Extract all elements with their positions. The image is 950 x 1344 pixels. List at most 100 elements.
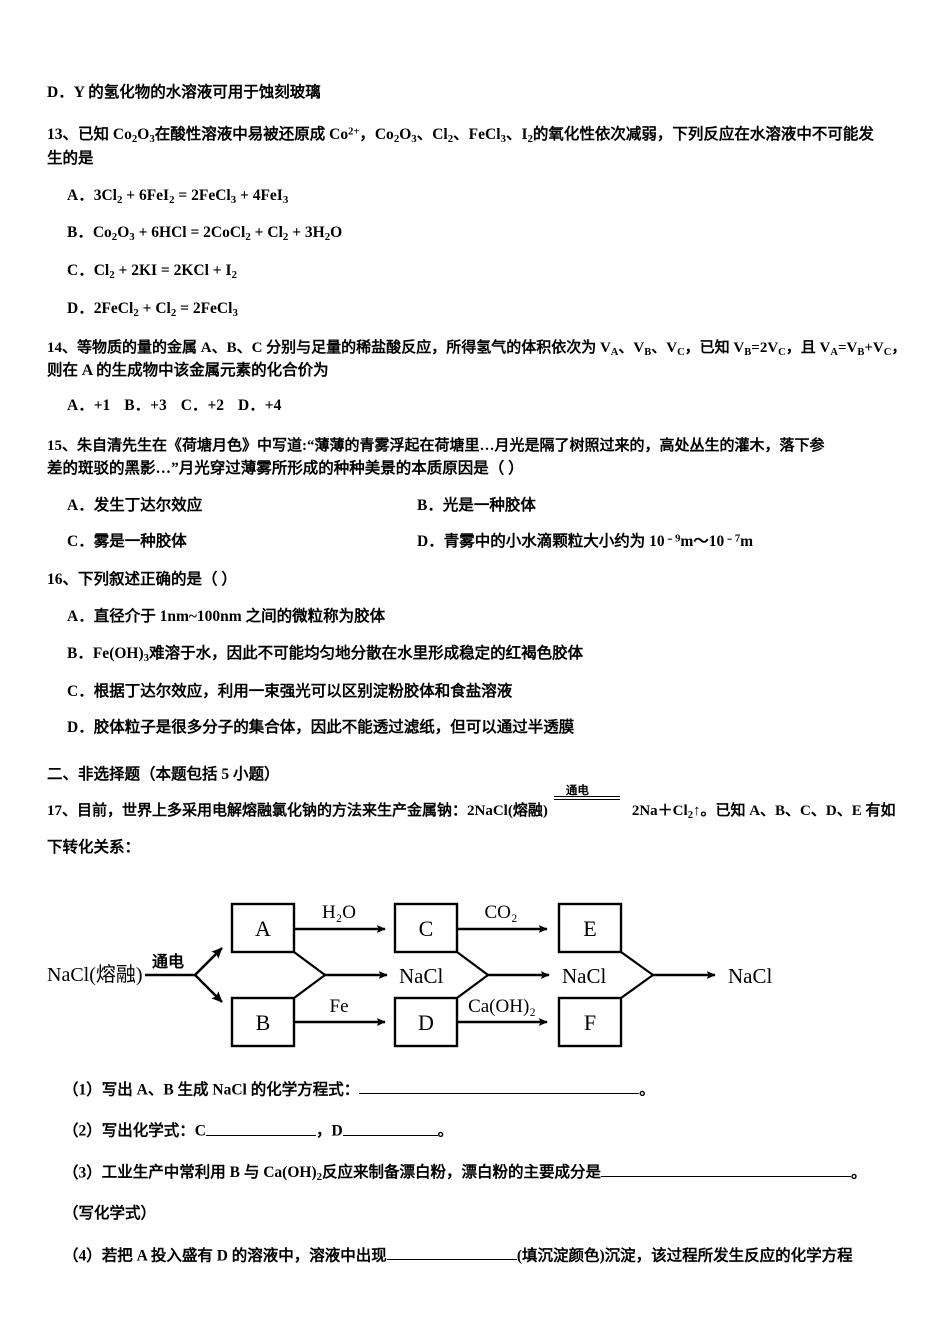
sub-text-mid: ，D [315,1122,343,1140]
q17-sub-3-note: （写化学式） [47,1202,919,1225]
q17-sub-4: （4）若把 A 投入盛有 D 的溶液中，溶液中出现 (填沉淀颜色)沉淀，该过程所发… [47,1243,919,1268]
q13-option-a: A．3Cl2 + 6FeI2 = 2FeCl3 + 4FeI3 [47,185,919,209]
arrow-bar-top [553,795,620,797]
sub-text: 工业生产中常利用 B 与 Ca(OH)2反应来制备漂白粉，漂白粉的主要成分是 [101,1164,602,1184]
question-16: 16、下列叙述正确的是（ ） A．直径介于 1nm~100nm 之间的微粒称为胶… [47,569,919,740]
q17-number: 17、 [47,802,78,819]
option-text: Cl2 + 2KI = 2KCl + I2 [93,262,237,282]
q16-number: 16、 [47,571,79,588]
diagram-box-B-label: B [256,1010,271,1035]
answer-blank[interactable] [359,1077,640,1095]
option-label: D． [417,533,444,550]
diagram-box-E [557,902,623,953]
diagram-merge-label-1: NaCl [399,964,443,988]
arrow-bar-bottom [553,798,620,800]
q15-options-row-2: C．雾是一种胶体 D．青雾中的小水滴颗粒大小约为 10﹣9m～10﹣7m [47,529,919,551]
q14-stem-line-1: 14、等物质的量的金属 A、B、C 分别与足量的稀盐酸反应，所得氢气的体积依次为… [47,339,907,358]
question-17: 17、目前，世界上多采用电解熔融氯化钠的方法来生产金属钠：2NaCl(熔融) 通电… [47,785,919,1268]
option-text: 光是一种胶体 [442,497,536,514]
sub-text-mid: (填沉淀颜色)沉淀，该过程所发生反应的化学方程 [516,1246,853,1264]
option-text: 胶体粒子是很多分子的集合体，因此不能透过滤纸，但可以通过半透膜 [93,719,575,737]
q15-stem-line-1: 15、朱自清先生在《荷塘月色》中写道:“薄薄的青雾浮起在荷塘里…月光是隔了树照过… [47,437,825,454]
q13-stem-line-1: 13、已知 Co2O3在酸性溶液中易被还原成 Co2+，Co2O3、Cl2、Fe… [47,126,874,146]
question-14: 14、等物质的量的金属 A、B、C 分别与足量的稀盐酸反应，所得氢气的体积依次为… [47,338,919,418]
option-label: C． [67,262,94,280]
q16-option-b: B．Fe(OH)3难溶于水，因此不可能均匀地分散在水里形成稳定的红褐色胶体 [47,643,919,667]
option-text: Fe(OH)3难溶于水，因此不可能均匀地分散在水里形成稳定的红褐色胶体 [92,644,584,664]
sub-period: 。 [851,1164,867,1182]
diagram-box-B [230,996,296,1047]
option-text: 发生丁达尔效应 [93,497,203,514]
option-label: D． [67,719,94,737]
sub-period: 。 [437,1122,454,1140]
option-label: D． [47,84,74,101]
option-label: C． [67,533,94,550]
answer-blank-c[interactable] [205,1118,316,1136]
option-text: 根据丁达尔效应，利用一束强光可以区别淀粉胶体和食盐溶液 [93,682,513,700]
previous-question-option-d: D．Y 的氢化物的水溶液可用于蚀刻玻璃 [47,82,919,104]
q13-option-c: C．Cl2 + 2KI = 2KCl + I2 [47,260,919,284]
q16-option-d: D．胶体粒子是很多分子的集合体，因此不能透过滤纸，但可以通过半透膜 [47,717,919,739]
option-label: B． [417,497,443,514]
question-13: 13、已知 Co2O3在酸性溶液中易被还原成 Co2+，Co2O3、Cl2、Fe… [47,124,919,321]
option-text: 3Cl2 + 6FeI2 = 2FeCl3 + 4FeI3 [93,186,289,206]
q13-option-d: D．2FeCl2 + Cl2 = 2FeCl3 [47,298,919,322]
q15-option-a: A．发生丁达尔效应 [47,493,417,515]
diagram-box-D [393,996,459,1047]
diagram-box-C [393,902,459,953]
diagram-source-label: NaCl(熔融) [47,963,143,986]
sub-number: （4） [63,1246,102,1264]
diagram-edge-label-fe: Fe [330,996,349,1017]
q14-number: 14、 [47,339,78,356]
diagram-box-E-label: E [583,916,596,941]
sub-number: （3） [63,1164,102,1182]
sub-period: 。 [639,1081,655,1099]
diagram-box-D-label: D [418,1010,434,1035]
q17-sub-3: （3）工业生产中常利用 B 与 Ca(OH)2反应来制备漂白粉，漂白粉的主要成分… [47,1160,919,1186]
q14-option-d: D．+4 [238,397,282,415]
diagram-merge-label-3: NaCl [728,964,772,988]
reaction-condition-label: 通电 [565,784,589,797]
option-label: A． [67,497,94,514]
q16-option-a: A．直径介于 1nm~100nm 之间的微粒称为胶体 [47,606,919,628]
answer-blank[interactable] [601,1160,852,1178]
sub-text: 若把 A 投入盛有 D 的溶液中，溶液中出现 [101,1246,387,1264]
option-label: B． [67,224,93,242]
option-text: Co2O3 + 6HCl = 2CoCl2 + Cl2 + 3H2O [92,224,343,244]
diagram-edge-label-caoh2: Ca(OH)₂ [468,996,536,1017]
q13-number: 13、 [47,126,79,144]
diagram-box-C-label: C [419,916,434,941]
q15-option-d: D．青雾中的小水滴颗粒大小约为 10﹣9m～10﹣7m [417,529,919,551]
q15-stem-line-2: 差的斑驳的黑影…”月光穿过薄雾所形成的种种美景的本质原因是（ ） [47,459,524,477]
sub-text: 写出 A、B 生成 NaCl 的化学方程式： [101,1081,360,1099]
answer-blank-d[interactable] [342,1118,438,1136]
diagram-box-F [557,996,623,1047]
q17-stem-a: 目前，世界上多采用电解熔融氯化钠的方法来生产金属钠：2NaCl(熔融) [77,802,548,819]
q15-number: 15、 [47,437,78,454]
note-text: （写化学式） [63,1205,157,1223]
page-content: D．Y 的氢化物的水溶液可用于蚀刻玻璃 13、已知 Co2O3在酸性溶液中易被还… [47,82,919,1284]
sub-number: （2） [63,1122,102,1140]
sub-number: （1） [63,1081,102,1099]
q14-option-a: A．+1 [67,397,111,415]
q16-stem: 16、下列叙述正确的是（ ） [47,571,237,588]
section-2-heading: 二、非选择题（本题包括 5 小题） [47,765,280,783]
q17-sub-2: （2）写出化学式：C，D。 [47,1118,919,1143]
answer-blank[interactable] [386,1243,517,1260]
q17-stem-b: 2Na＋Cl2↑。已知 A、B、C、D、E 有如 [631,802,896,821]
diagram-merge-label-2: NaCl [562,964,606,988]
option-text: Y 的氢化物的水溶液可用于蚀刻玻璃 [73,84,321,101]
q15-options-row-1: A．发生丁达尔效应 B．光是一种胶体 [47,493,919,515]
q17-sub-1: （1）写出 A、B 生成 NaCl 的化学方程式： 。 [47,1077,919,1102]
question-15: 15、朱自清先生在《荷塘月色》中写道:“薄薄的青雾浮起在荷塘里…月光是隔了树照过… [47,436,919,551]
q15-option-b: B．光是一种胶体 [417,493,919,515]
option-text: 青雾中的小水滴颗粒大小约为 10﹣9m～10﹣7m [443,533,754,550]
electrolysis-arrow: 通电 [548,785,632,815]
diagram-edge-label-co2: CO₂ [484,902,517,923]
option-text: 2FeCl2 + Cl2 = 2FeCl3 [93,299,238,319]
q14-stem-line-2: 则在 A 的生成物中该金属元素的化合价为 [47,361,329,379]
q17-stem-line-1: 17、目前，世界上多采用电解熔融氯化钠的方法来生产金属钠：2NaCl(熔融) 通电… [47,785,919,824]
transformation-diagram: NaCl(熔融) 通电 A B H₂O [47,882,919,1067]
